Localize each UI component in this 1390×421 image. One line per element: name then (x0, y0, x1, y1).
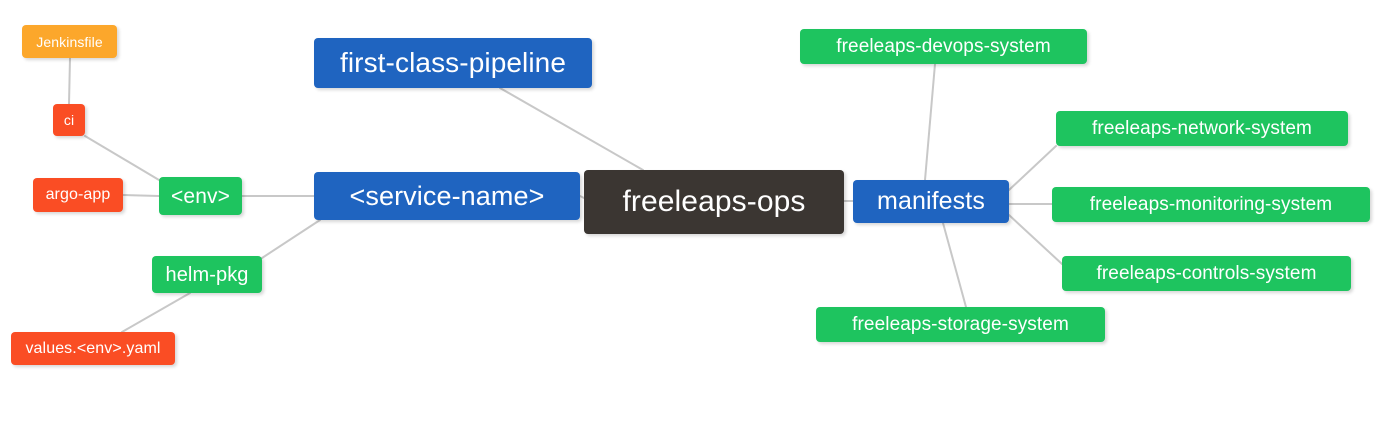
mindmap-node-argo-app[interactable]: argo-app (33, 178, 123, 212)
mindmap-node-first-class-pipeline[interactable]: first-class-pipeline (314, 38, 592, 88)
mindmap-node-ci[interactable]: ci (53, 104, 85, 136)
mindmap-node-monitoring-system[interactable]: freeleaps-monitoring-system (1052, 187, 1370, 222)
mindmap-node-values-yaml[interactable]: values.<env>.yaml (11, 332, 175, 365)
mindmap-node-network-system[interactable]: freeleaps-network-system (1056, 111, 1348, 146)
edge-service-name-to-helm-pkg (261, 219, 321, 259)
mindmap-node-manifests[interactable]: manifests (853, 180, 1009, 223)
edge-manifests-to-controls-system (1008, 214, 1063, 265)
edge-manifests-to-network-system (1008, 145, 1057, 191)
mindmap-node-service-name[interactable]: <service-name> (314, 172, 580, 220)
mindmap-node-env[interactable]: <env> (159, 177, 242, 215)
mindmap-node-jenkinsfile[interactable]: Jenkinsfile (22, 25, 117, 58)
mindmap-node-devops-system[interactable]: freeleaps-devops-system (800, 29, 1087, 64)
edge-manifests-to-devops-system (924, 63, 936, 181)
edge-manifests-to-storage-system (942, 222, 967, 308)
mindmap-node-freeleaps-ops[interactable]: freeleaps-ops (584, 170, 844, 234)
edge-argo-app-to-env (122, 194, 160, 197)
edge-jenkinsfile-to-ci (68, 57, 71, 105)
mindmap-node-helm-pkg[interactable]: helm-pkg (152, 256, 262, 293)
mindmap-node-controls-system[interactable]: freeleaps-controls-system (1062, 256, 1351, 291)
mindmap-node-storage-system[interactable]: freeleaps-storage-system (816, 307, 1105, 342)
edge-ci-to-env (84, 135, 160, 181)
edge-helm-pkg-to-values-yaml (121, 292, 191, 333)
edge-first-class-pipeline-to-freeleaps-ops (499, 87, 644, 171)
